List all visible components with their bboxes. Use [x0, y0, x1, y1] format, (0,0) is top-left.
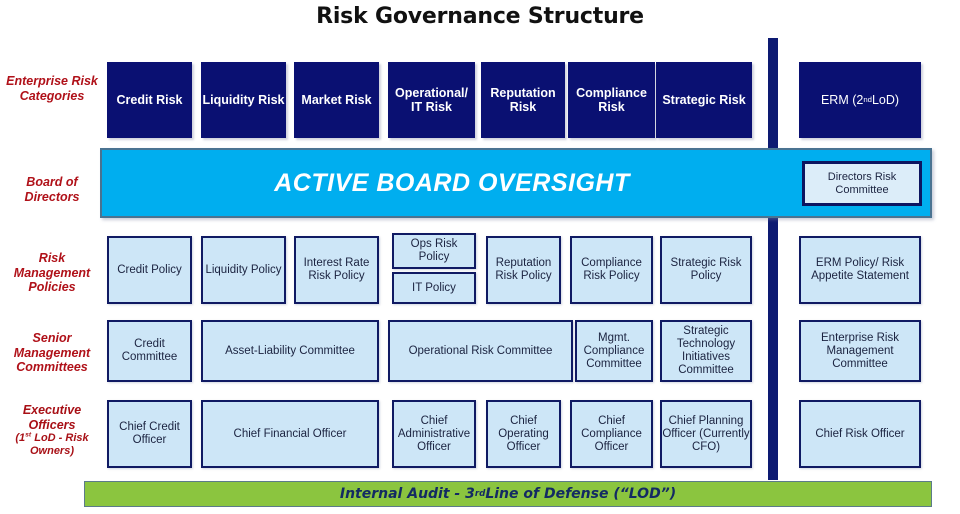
officer-chief-compliance[interactable]: Chief Compliance Officer	[570, 400, 653, 468]
row-label-enterprise-risk-categories: Enterprise Risk Categories	[6, 74, 98, 103]
lod-column-divider	[768, 38, 778, 480]
committee-asset-liability[interactable]: Asset-Liability Committee	[201, 320, 379, 382]
active-board-oversight-text: ACTIVE BOARD OVERSIGHT	[274, 168, 630, 197]
committee-credit[interactable]: Credit Committee	[107, 320, 192, 382]
risk-category-liquidity-risk[interactable]: Liquidity Risk	[201, 62, 286, 138]
policy-interest-rate-risk[interactable]: Interest Rate Risk Policy	[294, 236, 379, 304]
officer-chief-administrative[interactable]: Chief Administrative Officer	[392, 400, 476, 468]
row-label-executive-officers: Executive Officers (1st LoD - Risk Owner…	[2, 403, 102, 458]
policy-strategic-risk[interactable]: Strategic Risk Policy	[660, 236, 752, 304]
risk-category-market-risk[interactable]: Market Risk	[294, 62, 379, 138]
page-title: Risk Governance Structure	[316, 4, 644, 29]
policy-ops-risk[interactable]: Ops Risk Policy	[392, 233, 476, 269]
officer-chief-planning[interactable]: Chief Planning Officer (Currently CFO)	[660, 400, 752, 468]
committee-operational-risk[interactable]: Operational Risk Committee	[388, 320, 573, 382]
policy-reputation-risk[interactable]: Reputation Risk Policy	[486, 236, 561, 304]
risk-category-compliance-risk[interactable]: Compliance Risk	[568, 62, 655, 138]
officer-chief-risk[interactable]: Chief Risk Officer	[799, 400, 921, 468]
policy-compliance-risk[interactable]: Compliance Risk Policy	[570, 236, 653, 304]
directors-risk-committee[interactable]: Directors Risk Committee	[802, 161, 922, 206]
committee-mgmt-compliance[interactable]: Mgmt. Compliance Committee	[575, 320, 653, 382]
committee-enterprise-risk-management[interactable]: Enterprise Risk Management Committee	[799, 320, 921, 382]
internal-audit-suffix: Line of Defense (“LOD”)	[485, 486, 677, 502]
active-board-oversight-band: ACTIVE BOARD OVERSIGHT Directors Risk Co…	[100, 148, 932, 218]
policy-credit[interactable]: Credit Policy	[107, 236, 192, 304]
row-label-senior-management-committees: Senior Management Committees	[13, 331, 91, 374]
officer-chief-credit[interactable]: Chief Credit Officer	[107, 400, 192, 468]
committee-strategic-technology-initiatives[interactable]: Strategic Technology Initiatives Committ…	[660, 320, 752, 382]
risk-category-credit-risk[interactable]: Credit Risk	[107, 62, 192, 138]
row-label-executive-officers-main: Executive Officers	[22, 403, 82, 432]
internal-audit-prefix: Internal Audit - 3	[339, 486, 475, 502]
officer-chief-financial[interactable]: Chief Financial Officer	[201, 400, 379, 468]
policy-it[interactable]: IT Policy	[392, 272, 476, 304]
officer-chief-operating[interactable]: Chief Operating Officer	[486, 400, 561, 468]
row-label-board-of-directors: Board of Directors	[24, 175, 80, 204]
policy-liquidity[interactable]: Liquidity Policy	[201, 236, 286, 304]
risk-category-operational-it-risk[interactable]: Operational/ IT Risk	[388, 62, 475, 138]
row-label-risk-management-policies: Risk Management Policies	[13, 251, 91, 294]
policy-erm-risk-appetite-statement[interactable]: ERM Policy/ Risk Appetite Statement	[799, 236, 921, 304]
risk-category-reputation-risk[interactable]: Reputation Risk	[481, 62, 565, 138]
row-label-executive-officers-sub: (1st LoD - Risk Owners)	[15, 431, 89, 457]
risk-category-strategic-risk[interactable]: Strategic Risk	[656, 62, 752, 138]
